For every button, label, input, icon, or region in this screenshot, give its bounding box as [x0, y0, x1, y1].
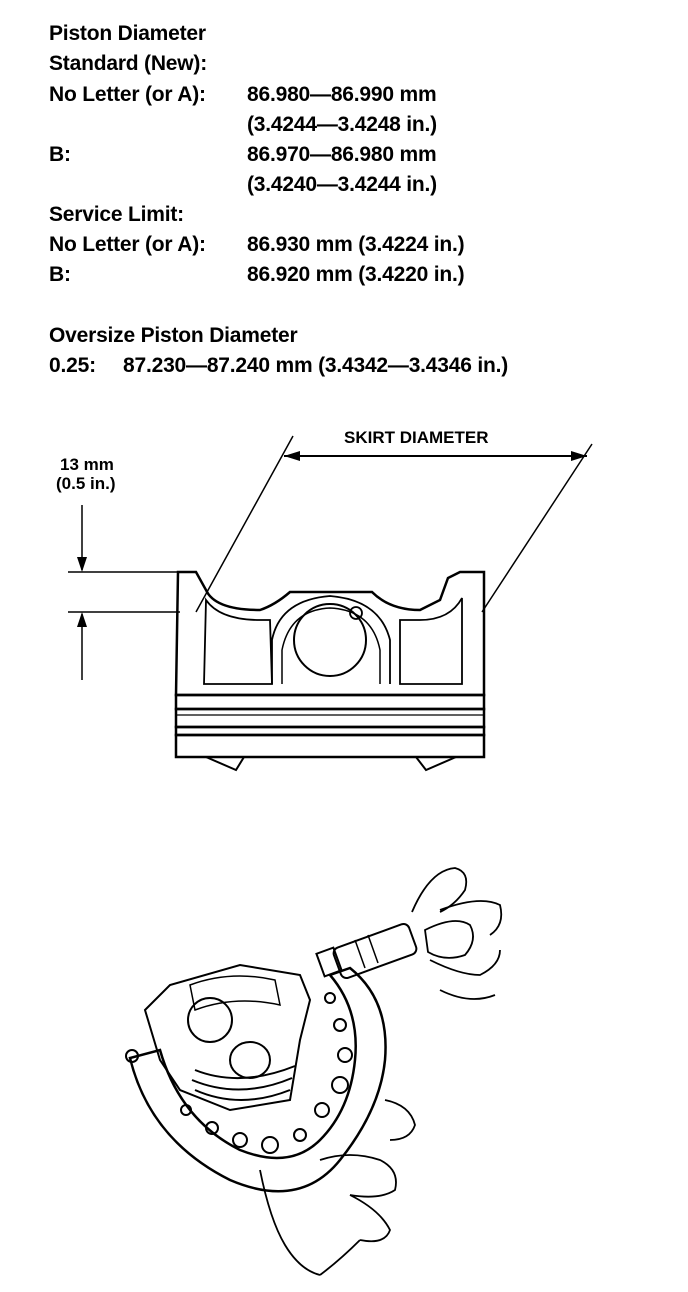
standard-b-imperial: (3.4240—3.4244 in.)	[247, 173, 437, 196]
skirt-diameter-label: SKIRT DIAMETER	[344, 428, 489, 447]
service-limit-heading: Service Limit:	[49, 203, 184, 226]
standard-b-label: B:	[49, 143, 71, 166]
standard-a-metric: 86.980—86.990 mm	[247, 83, 437, 106]
skirt-arrow-right	[571, 451, 587, 461]
service-limit-b-value: 86.920 mm (3.4220 in.)	[247, 263, 465, 286]
piston-body	[174, 570, 486, 772]
spec-heading: Piston Diameter	[49, 22, 206, 45]
service-limit-b-label: B:	[49, 263, 71, 286]
oversize-value: 87.230—87.240 mm (3.4342—3.4346 in.)	[123, 354, 509, 377]
standard-a-label: No Letter (or A):	[49, 83, 206, 106]
skirt-extension-right	[481, 443, 593, 613]
micrometer-illustration	[125, 867, 503, 1276]
oversize-heading: Oversize Piston Diameter	[49, 324, 298, 347]
oversize-label: 0.25:	[49, 354, 96, 377]
standard-heading: Standard (New):	[49, 52, 208, 75]
service-limit-a-label: No Letter (or A):	[49, 233, 206, 256]
standard-b-metric: 86.970—86.980 mm	[247, 143, 437, 166]
skirt-extension-left	[195, 435, 294, 613]
service-limit-a-value: 86.930 mm (3.4224 in.)	[247, 233, 465, 256]
standard-a-imperial: (3.4244—3.4248 in.)	[247, 113, 437, 136]
offset-mm-label: 13 mm	[60, 455, 114, 474]
offset-in-label: (0.5 in.)	[56, 474, 116, 493]
skirt-arrow-left	[284, 451, 300, 461]
